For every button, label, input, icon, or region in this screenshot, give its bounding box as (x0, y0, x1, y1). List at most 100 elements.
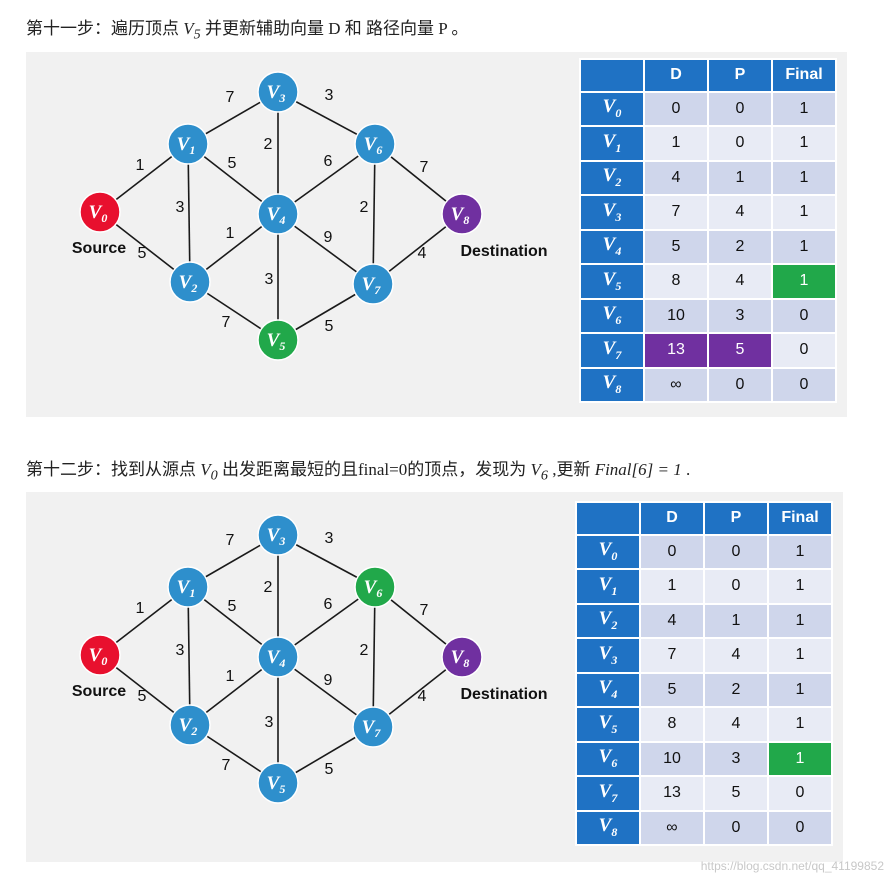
node-v8 (441, 636, 483, 678)
row-header-v7: V7 (581, 334, 643, 367)
cell-final: 0 (769, 777, 831, 810)
destination-label: Destination (460, 686, 547, 703)
cell-d: 5 (645, 230, 707, 263)
cell-final: 0 (773, 368, 835, 401)
cell-final: 1 (773, 127, 835, 160)
node-label-v5: V5 (267, 773, 286, 796)
cell-final: 1 (773, 92, 835, 125)
source-label: Source (72, 240, 126, 257)
node-v1 (167, 123, 209, 165)
cell-d: 10 (645, 299, 707, 332)
edge-weight-label: 9 (324, 229, 333, 246)
cell-d: ∞ (641, 811, 703, 844)
cell-p: 0 (709, 368, 771, 401)
edge-weight-label: 7 (226, 89, 235, 106)
column-header-final: Final (769, 503, 831, 534)
edge-weight-label: 6 (324, 596, 333, 613)
caption-text: 出发距离最短的且final=0的顶点，发现为 (217, 460, 531, 479)
node-label-v7: V7 (362, 717, 382, 740)
column-header-p: P (709, 60, 771, 91)
row-header-v6: V6 (577, 742, 639, 775)
edge-weight-label: 9 (324, 672, 333, 689)
cell-d: 8 (641, 708, 703, 741)
row-header-v4: V4 (577, 673, 639, 706)
edge-weight-label: 5 (138, 688, 147, 705)
edge-weight-label: 4 (418, 245, 427, 262)
cell-p: 5 (709, 334, 771, 367)
node-label-v1: V1 (177, 577, 196, 600)
cell-p: 0 (709, 127, 771, 160)
edge-v6-v7 (372, 143, 376, 285)
caption-vertex: V5 (183, 19, 201, 43)
caption-text: ,更新 (547, 460, 595, 479)
edge-weight-label: 2 (360, 642, 369, 659)
cell-d: 0 (645, 92, 707, 125)
edge-weight-label: 1 (226, 225, 235, 242)
cell-final: 1 (773, 196, 835, 229)
node-v8 (441, 193, 483, 235)
row-header-v1: V1 (581, 127, 643, 160)
edge-weight-label: 3 (176, 642, 185, 659)
edge-weight-label: 3 (176, 199, 185, 216)
node-label-v3: V3 (267, 525, 286, 548)
edge-weight-label: 1 (136, 600, 145, 617)
cell-final: 1 (769, 604, 831, 637)
cell-d: 4 (645, 161, 707, 194)
edge-weight-label: 7 (222, 314, 231, 331)
cell-d: 5 (641, 673, 703, 706)
row-header-v0: V0 (577, 535, 639, 568)
cell-d: 1 (645, 127, 707, 160)
row-header-v5: V5 (577, 708, 639, 741)
node-label-v5: V5 (267, 330, 286, 353)
cell-p: 0 (705, 811, 767, 844)
cell-p: 1 (709, 161, 771, 194)
cell-p: 0 (705, 570, 767, 603)
column-header-p: P (705, 503, 767, 534)
node-v0 (79, 634, 121, 676)
edge-v6-v7 (372, 586, 376, 728)
cell-p: 2 (705, 673, 767, 706)
row-header-v2: V2 (581, 161, 643, 194)
cell-p: 5 (705, 777, 767, 810)
row-header-v8: V8 (581, 368, 643, 401)
cell-d: 4 (641, 604, 703, 637)
caption-text: 并更新辅助向量 D 和 路径向量 P 。 (200, 19, 469, 38)
node-v2 (169, 704, 211, 746)
node-v3 (257, 514, 299, 556)
edge-weight-label: 5 (138, 245, 147, 262)
edge-weight-label: 4 (418, 688, 427, 705)
row-header-v1: V1 (577, 570, 639, 603)
row-header-v3: V3 (577, 639, 639, 672)
edge-weight-label: 7 (226, 532, 235, 549)
edge-weight-label: 3 (265, 271, 274, 288)
node-v4 (257, 193, 299, 235)
edge-weight-label: 2 (264, 579, 273, 596)
node-label-v7: V7 (362, 274, 382, 297)
edge-weight-label: 6 (324, 153, 333, 170)
cell-final: 1 (773, 161, 835, 194)
row-header-v2: V2 (577, 604, 639, 637)
node-label-v2: V2 (179, 715, 198, 738)
cell-d: 8 (645, 265, 707, 298)
caption-formula: Final[6] = 1 (594, 460, 682, 479)
column-header-d: D (641, 503, 703, 534)
step-12-graph: 1537517233695274V0V1V2V3V4V5V6V7V8Source… (72, 514, 548, 804)
cell-d: 0 (641, 535, 703, 568)
caption-vertex: V6 (530, 460, 548, 484)
node-label-v6: V6 (364, 577, 383, 600)
cell-final: 1 (769, 742, 831, 775)
edge-weight-label: 1 (136, 157, 145, 174)
table-corner (577, 503, 639, 534)
edge-weight-label: 7 (420, 159, 429, 176)
node-label-v8: V8 (451, 204, 470, 227)
node-label-v8: V8 (451, 647, 470, 670)
